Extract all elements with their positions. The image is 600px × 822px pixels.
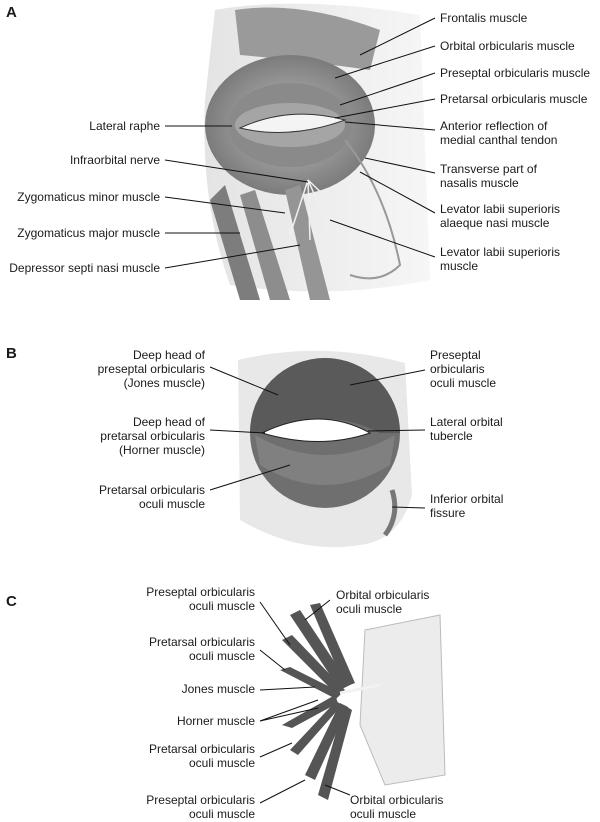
label-line: Preseptal orbicularis bbox=[146, 793, 255, 807]
label-line: tubercle bbox=[430, 429, 473, 443]
label-horner-muscle: Deep head of pretarsal orbicularis (Horn… bbox=[100, 415, 205, 457]
label-line: (Horner muscle) bbox=[118, 443, 205, 457]
label-depressor-septi-nasi: Depressor septi nasi muscle bbox=[9, 261, 160, 275]
label-line: Preseptal orbicularis bbox=[146, 585, 255, 599]
label-horner-muscle-c: Horner muscle bbox=[176, 714, 255, 728]
eyelid-opening bbox=[260, 418, 372, 442]
label-line: oculi muscle bbox=[350, 807, 417, 821]
panel-letter-b: B bbox=[6, 345, 17, 362]
panel-c: C Preseptal orbicularis oculi muscle bbox=[0, 575, 600, 822]
label-line: Preseptal bbox=[430, 348, 481, 362]
label-transverse-nasalis-muscle: Transverse part of nasalis muscle bbox=[440, 162, 537, 190]
label-preseptal-orbicularis-muscle: Preseptal orbicularis muscle bbox=[440, 66, 591, 80]
eye-opening bbox=[238, 113, 347, 133]
label-orbital-orbicularis-lower: Orbital orbicularis oculi muscle bbox=[350, 793, 443, 821]
label-line: Inferior orbital bbox=[430, 492, 504, 506]
label-line: oculi muscle bbox=[188, 756, 255, 770]
label-line: medial canthal tendon bbox=[440, 133, 558, 147]
label-line: fissure bbox=[430, 506, 466, 520]
label-line: Pretarsal orbicularis bbox=[148, 635, 255, 649]
label-line: oculi muscle bbox=[430, 376, 497, 390]
label-preseptal-orbicularis-oculi: Preseptal orbicularis oculi muscle bbox=[430, 348, 496, 390]
label-line: Transverse part of bbox=[440, 162, 537, 176]
panel-letter-c: C bbox=[6, 593, 17, 610]
label-lateral-raphe: Lateral raphe bbox=[89, 119, 160, 133]
label-line: Orbital orbicularis bbox=[336, 588, 430, 602]
label-line: oculi muscle bbox=[188, 599, 255, 613]
label-line: oculi muscle bbox=[336, 602, 403, 616]
label-line: oculi muscle bbox=[188, 807, 255, 821]
label-pretarsal-orbicularis-upper: Pretarsal orbicularis oculi muscle bbox=[149, 635, 255, 663]
label-frontalis-muscle: Frontalis muscle bbox=[440, 11, 528, 25]
label-levator-labii-alaeque-nasi: Levator labii superioris alaeque nasi mu… bbox=[440, 202, 560, 230]
label-lateral-orbital-tubercle: Lateral orbital tubercle bbox=[430, 415, 503, 443]
label-line: Pretarsal orbicularis bbox=[98, 483, 205, 497]
label-line: Anterior reflection of bbox=[440, 119, 548, 133]
label-jones-muscle-c: Jones muscle bbox=[181, 682, 255, 696]
label-line: orbicularis bbox=[430, 362, 485, 376]
label-orbital-orbicularis-muscle: Orbital orbicularis muscle bbox=[440, 39, 575, 53]
label-inferior-orbital-fissure: Inferior orbital fissure bbox=[430, 492, 503, 520]
label-orbital-orbicularis-upper: Orbital orbicularis oculi muscle bbox=[336, 588, 429, 616]
label-line: oculi muscle bbox=[188, 649, 255, 663]
muscle-fan-illustration bbox=[259, 599, 446, 804]
label-line: (Jones muscle) bbox=[123, 376, 205, 390]
label-jones-muscle: Deep head of preseptal orbicularis (Jone… bbox=[98, 348, 205, 390]
muscle-strands bbox=[280, 603, 355, 800]
label-pretarsal-orbicularis-muscle: Pretarsal orbicularis muscle bbox=[440, 92, 588, 106]
panel-letter-a: A bbox=[6, 4, 17, 21]
face-muscle-illustration bbox=[164, 3, 436, 300]
label-pretarsal-orbicularis-oculi: Pretarsal orbicularis oculi muscle bbox=[99, 483, 205, 511]
label-levator-labii-superioris: Levator labii superioris muscle bbox=[440, 245, 560, 273]
label-line: preseptal orbicularis bbox=[97, 362, 205, 376]
label-line: muscle bbox=[440, 259, 479, 273]
label-line: Levator labii superioris bbox=[440, 245, 561, 259]
panel-a: A bbox=[0, 0, 600, 300]
label-line: oculi muscle bbox=[138, 497, 205, 511]
label-preseptal-orbicularis-lower: Preseptal orbicularis oculi muscle bbox=[146, 793, 255, 821]
panel-b: B Deep head of preseptal orbicularis (Jo… bbox=[0, 335, 600, 565]
label-line: nasalis muscle bbox=[440, 176, 519, 190]
label-anterior-reflection-medial-canthal-tendon: Anterior reflection of medial canthal te… bbox=[440, 119, 557, 147]
orbit-muscle-illustration bbox=[209, 350, 426, 548]
label-line: pretarsal orbicularis bbox=[100, 429, 205, 443]
label-infraorbital-nerve: Infraorbital nerve bbox=[69, 153, 160, 167]
label-line: Deep head of bbox=[132, 348, 205, 362]
label-zygomaticus-major: Zygomaticus major muscle bbox=[17, 226, 160, 240]
label-line: Levator labii superioris bbox=[440, 202, 561, 216]
label-line: Lateral orbital bbox=[430, 415, 503, 429]
label-zygomaticus-minor: Zygomaticus minor muscle bbox=[17, 190, 160, 204]
label-line: Pretarsal orbicularis bbox=[148, 742, 255, 756]
label-line: Deep head of bbox=[132, 415, 205, 429]
label-line: alaeque nasi muscle bbox=[440, 216, 550, 230]
label-pretarsal-orbicularis-lower: Pretarsal orbicularis oculi muscle bbox=[149, 742, 255, 770]
label-line: Orbital orbicularis bbox=[350, 793, 444, 807]
label-preseptal-orbicularis-upper: Preseptal orbicularis oculi muscle bbox=[146, 585, 255, 613]
